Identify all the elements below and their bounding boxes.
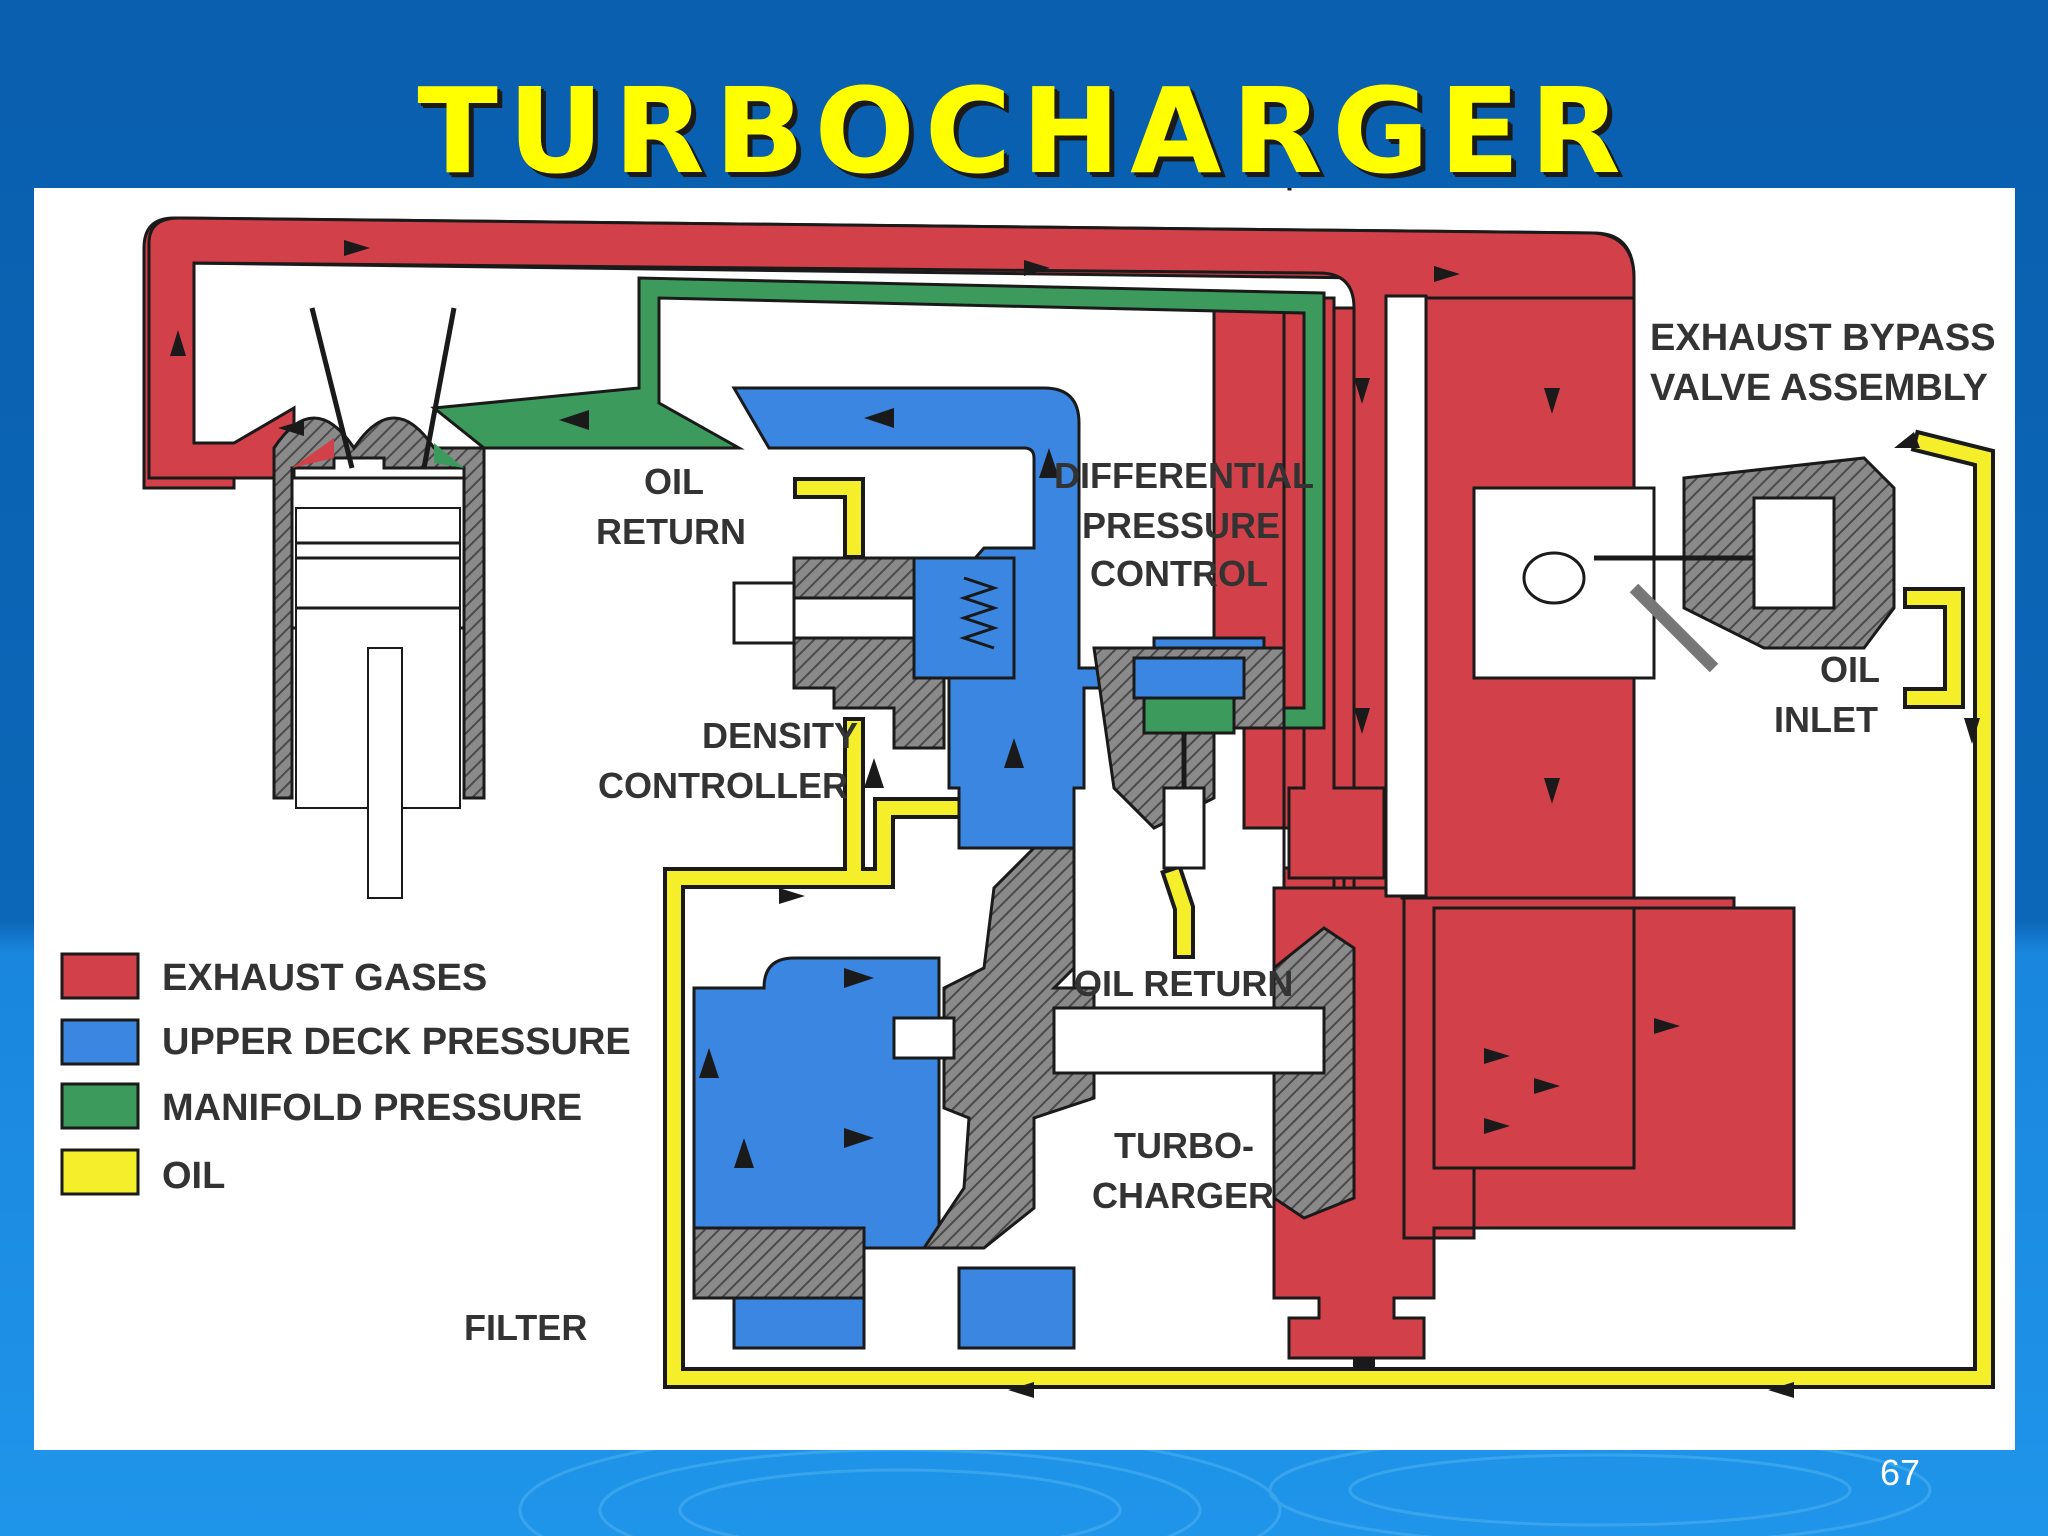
diagram-panel: EXHAUST BYPASS VALVE ASSEMBLY OIL RETURN… [34, 186, 2015, 1450]
label-exhaust-bypass-1: EXHAUST BYPASS [1650, 317, 1996, 359]
turbocharger-diagram: EXHAUST BYPASS VALVE ASSEMBLY OIL RETURN… [60, 186, 1996, 1398]
label-oil-return-top-1: OIL [644, 461, 704, 502]
label-density-1: DENSITY [702, 715, 858, 756]
legend-label-exhaust: EXHAUST GASES [162, 957, 487, 999]
label-density-2: CONTROLLER [598, 765, 848, 806]
label-filter: FILTER [464, 1307, 587, 1348]
flow-arrows [170, 240, 1980, 1398]
label-differential-2: PRESSURE [1082, 505, 1280, 546]
legend-label-upper-deck: UPPER DECK PRESSURE [162, 1021, 631, 1063]
label-differential-1: DIFFERENTIAL [1054, 455, 1314, 496]
slide-title: TURBOCHARGER [417, 62, 1631, 200]
density-controller-body [732, 556, 1016, 750]
bypass-valve-assembly [1522, 456, 1896, 673]
label-oil-return-lower: OIL RETURN [1074, 963, 1293, 1004]
label-differential-3: CONTROL [1090, 553, 1268, 594]
legend-swatch-oil [60, 1148, 140, 1196]
legend-swatch-exhaust [60, 952, 140, 1000]
label-turbo-2: CHARGER [1092, 1175, 1274, 1216]
legend: EXHAUST GASES UPPER DECK PRESSURE MANIFO… [60, 952, 631, 1197]
label-oil-inlet-2: INLET [1774, 699, 1878, 740]
filter-element [692, 1226, 866, 1300]
legend-label-oil: OIL [162, 1155, 225, 1197]
legend-label-manifold: MANIFOLD PRESSURE [162, 1087, 582, 1129]
component-labels: EXHAUST BYPASS VALVE ASSEMBLY OIL RETURN… [464, 317, 1996, 1348]
label-exhaust-bypass-2: VALVE ASSEMBLY [1650, 367, 1988, 409]
label-oil-inlet-1: OIL [1820, 649, 1880, 690]
legend-swatch-upper-deck [60, 1018, 140, 1066]
label-oil-return-top-2: RETURN [596, 511, 746, 552]
legend-swatch-manifold [60, 1082, 140, 1130]
differential-control-body [1092, 646, 1286, 870]
engine-cylinder [272, 307, 486, 899]
page-number: 67 [1880, 1452, 1921, 1493]
turbo-housing [892, 846, 1356, 1250]
background-ripples [518, 1450, 1932, 1536]
label-turbo-1: TURBO- [1114, 1125, 1254, 1166]
